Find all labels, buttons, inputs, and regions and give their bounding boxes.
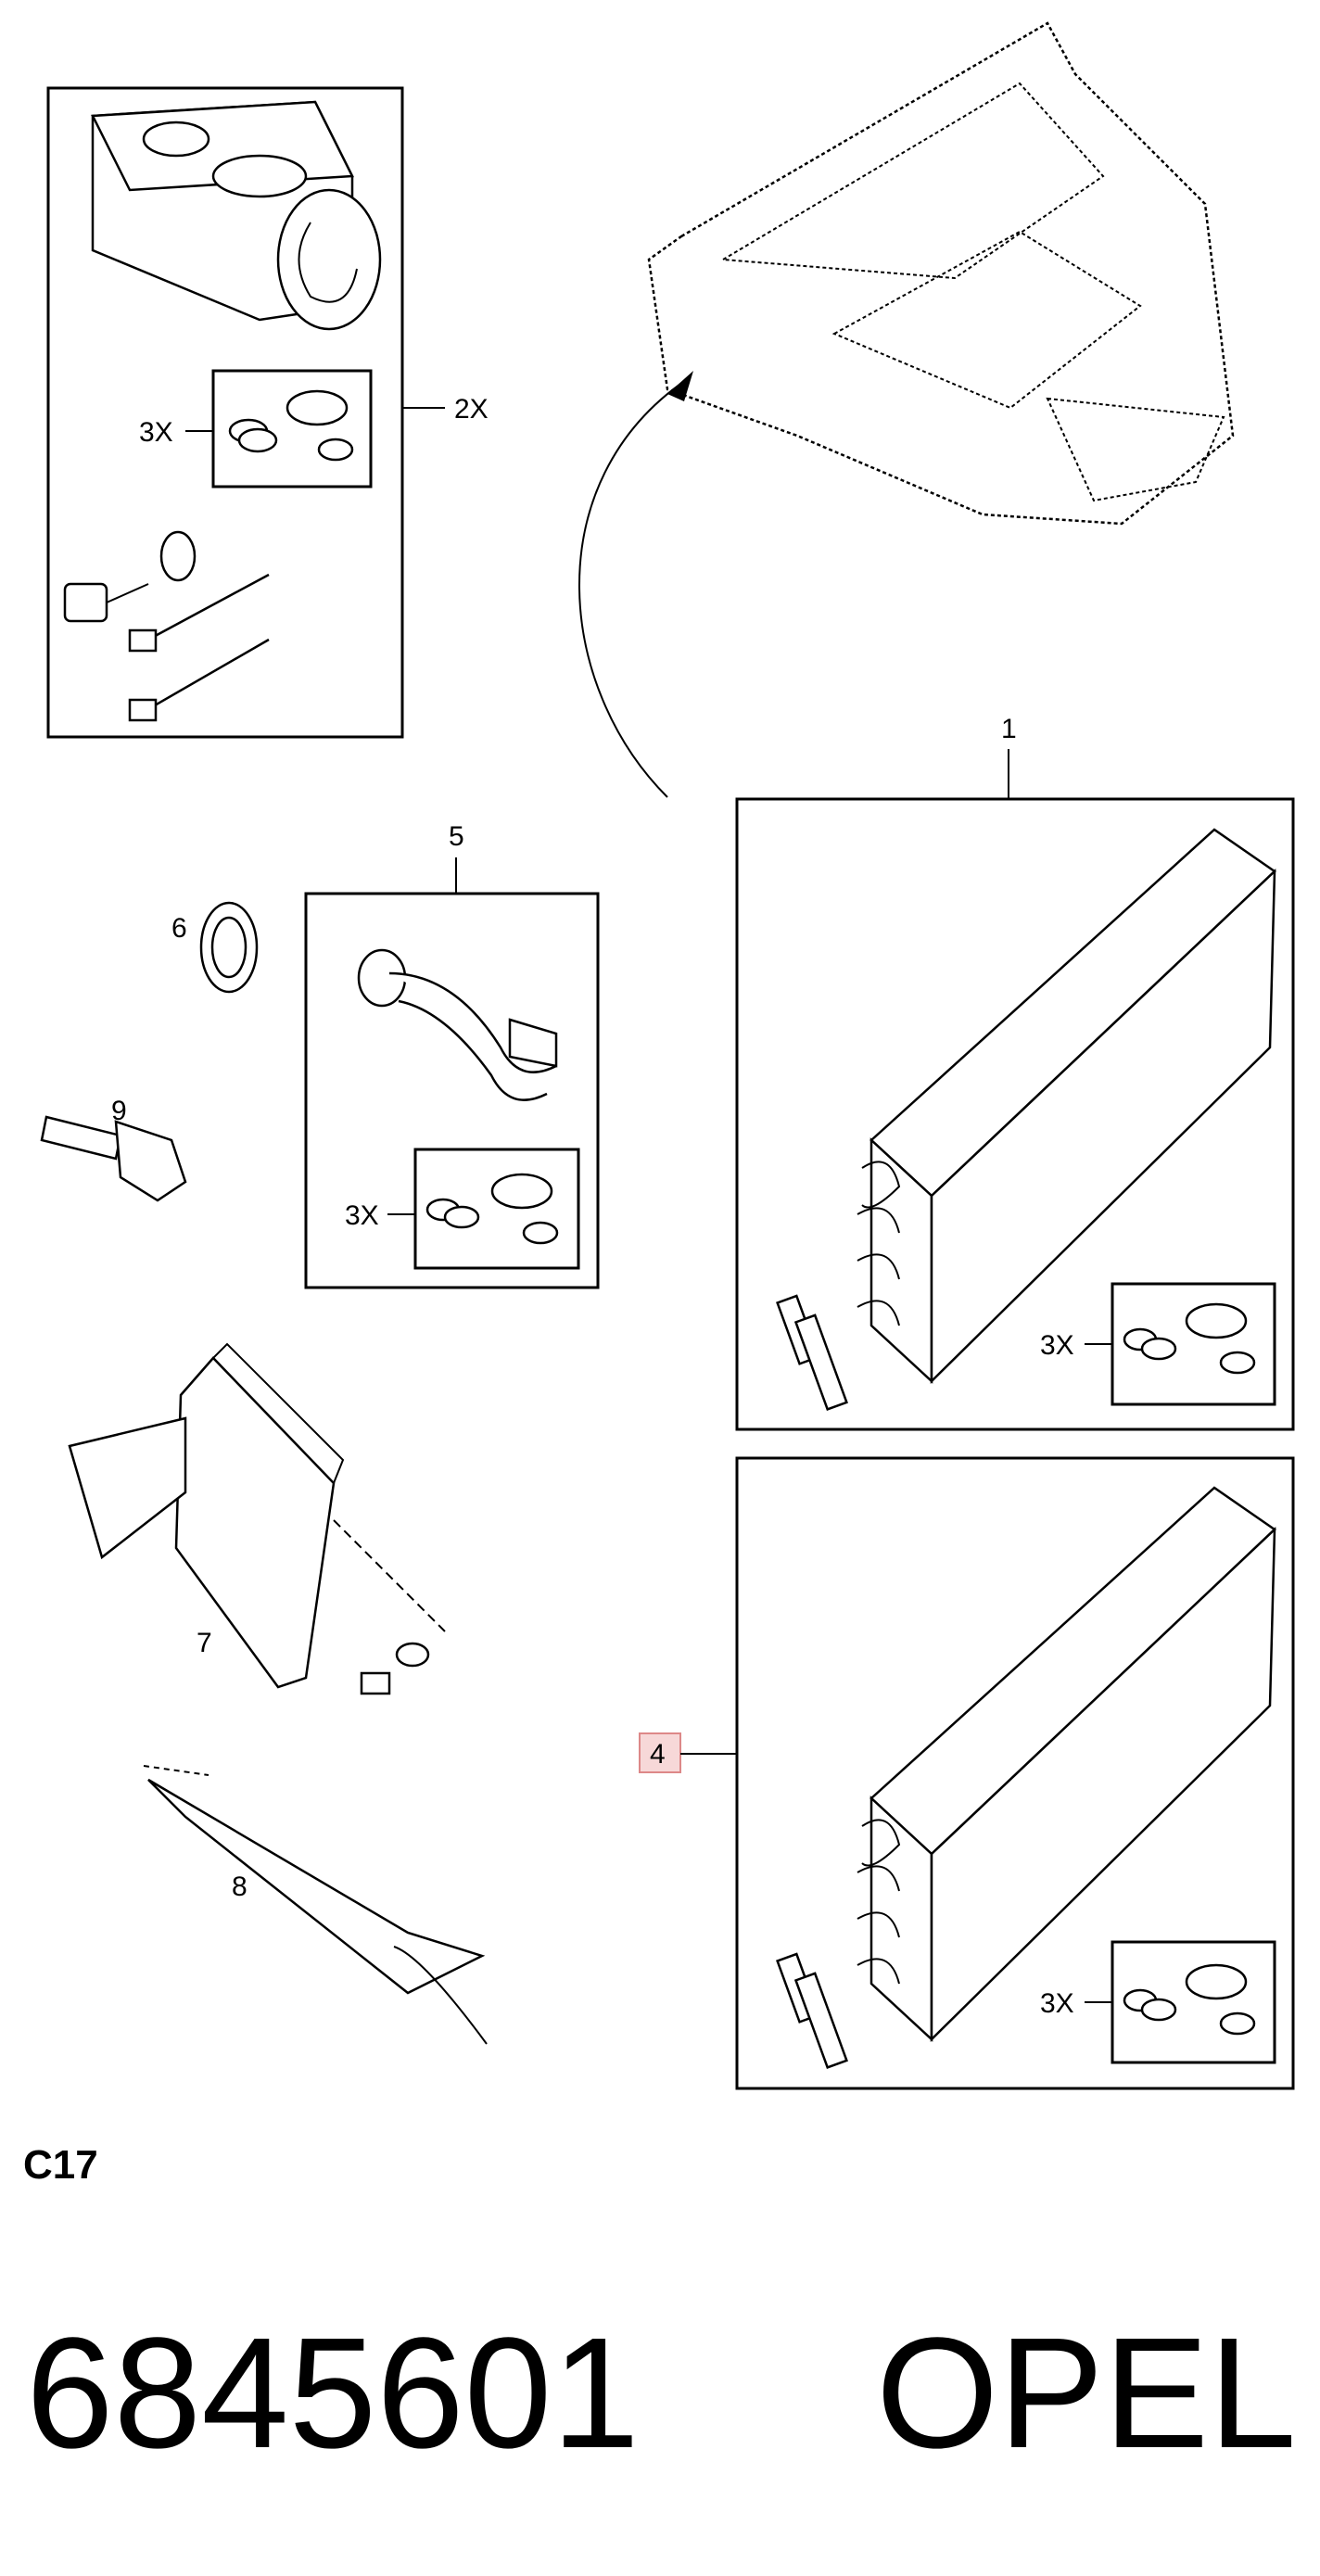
- valve-bolts-illustration: [63, 530, 270, 722]
- brand-name: OPEL: [876, 2305, 1297, 2481]
- pipe-box: [304, 892, 600, 1289]
- seal-strip-8-illustration: [143, 1765, 488, 2045]
- evaporator-seal-rings-1: [1123, 1302, 1256, 1375]
- evaporator-core-illustration-4: [776, 1486, 1276, 2070]
- heater-core-7-illustration: [68, 1342, 446, 1695]
- pipe-group-5: 5 3X: [304, 821, 600, 1289]
- callout-1: 1: [1001, 714, 1017, 744]
- evaporator-box-4: [735, 1456, 1295, 2090]
- valve-seal-set-box: [211, 369, 373, 489]
- expansion-valve-kit-box: [46, 86, 404, 739]
- callout-2x: 2X: [454, 394, 489, 425]
- callout-6: 6: [171, 913, 187, 944]
- expansion-valve-illustration: [91, 100, 382, 331]
- callout-9: 9: [111, 1096, 127, 1126]
- expansion-valve-kit-group: 3X 2X: [46, 86, 489, 739]
- callout-8: 8: [232, 1872, 248, 1902]
- callout-3x-evaporator-4: 3X: [1040, 1988, 1074, 2019]
- assembly-arrow-head: [667, 371, 693, 401]
- callout-3x-pipe: 3X: [345, 1200, 379, 1231]
- pipe-seal-rings: [425, 1173, 559, 1245]
- callout-3x-evaporator-1: 3X: [1040, 1330, 1074, 1361]
- evaporator-group-4: 4 3X: [639, 1456, 1295, 2090]
- callout-5: 5: [449, 821, 464, 852]
- callout-3x-valve-seals: 3X: [139, 417, 173, 448]
- evaporator-box-1: [735, 797, 1295, 1431]
- evaporator-core-illustration-1: [776, 828, 1276, 1412]
- part-number: 6845601: [26, 2305, 640, 2481]
- pipe-seal-box: [413, 1148, 580, 1270]
- callout-7: 7: [197, 1628, 212, 1658]
- screw-9-illustration: [40, 1115, 187, 1202]
- assembly-arrow-line: [578, 379, 687, 798]
- evaporator-seal-rings-4: [1123, 1963, 1256, 2036]
- section-code: C17: [23, 2142, 98, 2188]
- valve-seal-rings: [228, 389, 354, 462]
- seal-ring-6-illustration: [199, 901, 259, 994]
- callout-4: 4: [650, 1739, 666, 1770]
- heater-housing-illustration: [647, 21, 1235, 526]
- pipe-illustration: [357, 948, 558, 1101]
- evaporator-group-1: 1 3X: [735, 714, 1295, 1431]
